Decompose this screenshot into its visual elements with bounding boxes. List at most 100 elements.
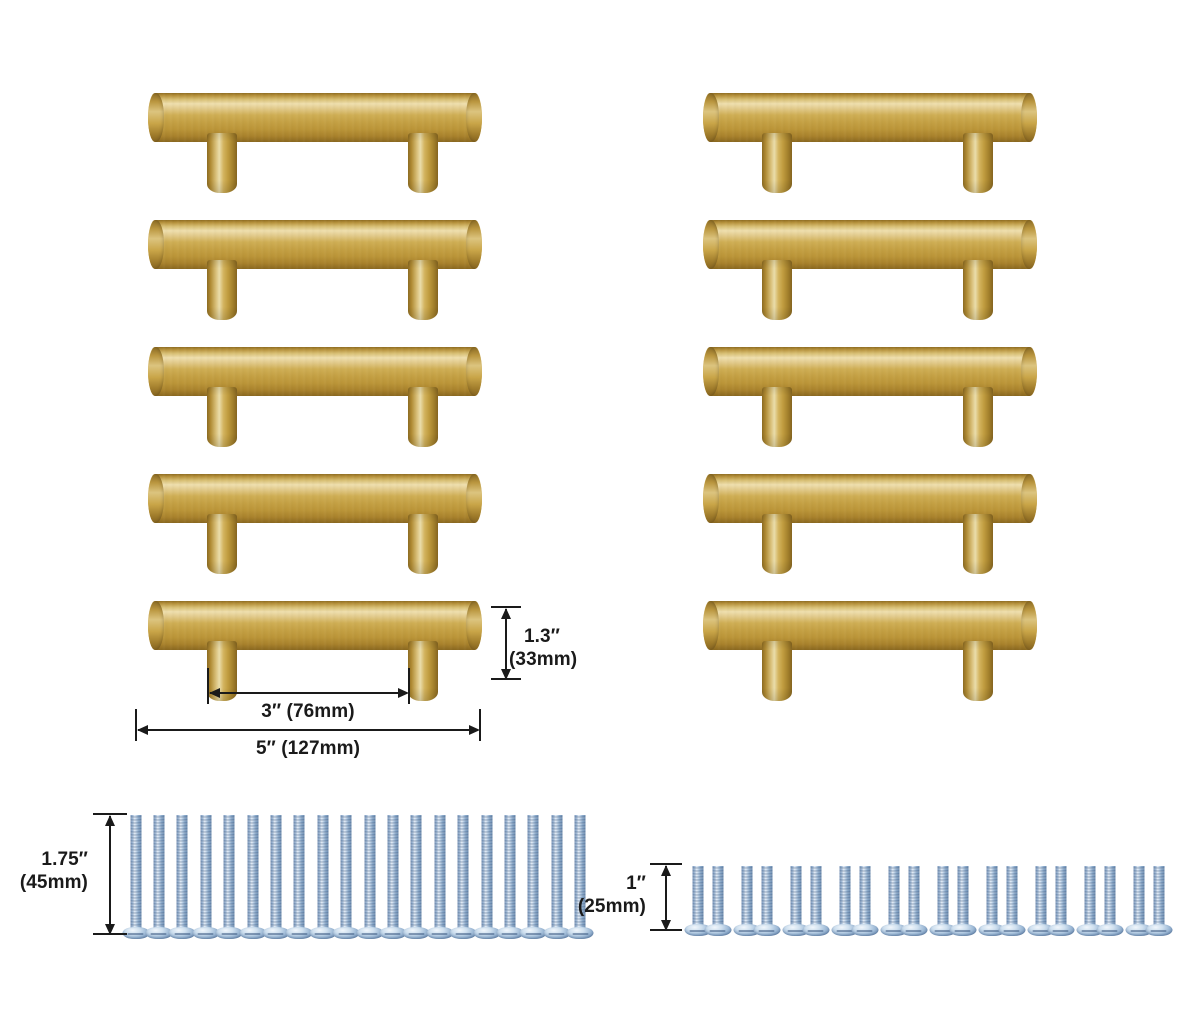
screw-head <box>704 924 731 936</box>
long-screw <box>285 815 313 943</box>
screw-shank <box>270 815 282 931</box>
long-screw <box>122 815 149 943</box>
short-screw <box>949 866 976 940</box>
short-screw-dim-top-tick <box>650 863 682 865</box>
screw-shank <box>957 866 968 928</box>
handle-post-right <box>963 641 993 701</box>
screw-head <box>122 927 149 939</box>
screw-shank <box>457 815 469 931</box>
screw-head <box>356 927 383 939</box>
screw-shank <box>200 815 212 931</box>
screw-shank <box>692 866 703 928</box>
handle-bar <box>703 601 1037 650</box>
handle-post-right <box>963 387 993 447</box>
screw-head <box>473 927 500 939</box>
length-dim-right-tick <box>479 709 481 741</box>
screw-head <box>426 927 454 939</box>
screw-shank <box>574 815 586 931</box>
long-screw-dim-line <box>109 816 111 934</box>
screw-head <box>753 924 780 936</box>
long-screw <box>145 815 173 943</box>
screw-shank <box>1133 866 1144 928</box>
short-screw <box>900 866 927 940</box>
handle-end-cap-left <box>703 474 719 523</box>
handle-post-left <box>207 260 237 320</box>
screw-head <box>402 927 430 939</box>
screw-shank <box>810 866 821 928</box>
handle-post-right <box>963 133 993 193</box>
long-screw <box>309 815 337 943</box>
screw-shank <box>1035 866 1046 928</box>
long-screw <box>192 815 220 943</box>
screw-shank <box>1055 866 1066 928</box>
length-dim-label: 5″ (127mm) <box>255 738 361 759</box>
screw-head <box>309 927 337 939</box>
long-screw-dim-label-mm: (45mm) <box>19 872 88 893</box>
screw-head <box>496 927 524 939</box>
screw-shank <box>434 815 446 931</box>
long-screw <box>239 815 266 943</box>
screw-head <box>519 927 547 939</box>
long-screw <box>379 815 407 943</box>
handle-end-cap-left <box>703 220 719 269</box>
cabinet-handle <box>148 474 482 574</box>
short-screw-dim-label-mm: (25mm) <box>577 896 646 917</box>
screw-head <box>379 927 407 939</box>
handle-end-cap-right <box>466 93 482 142</box>
ctc-dim-left-tick <box>207 668 209 704</box>
long-screw-dim-label-inch: 1.75″ <box>41 849 88 870</box>
short-screw-dim-arrow-up <box>661 865 671 876</box>
long-screw-dim-arrow-down <box>105 924 115 935</box>
screw-head <box>285 927 313 939</box>
long-screw <box>215 815 243 943</box>
handle-post-left <box>762 260 792 320</box>
handle-post-right <box>408 260 438 320</box>
screw-head <box>543 927 571 939</box>
short-screw <box>998 866 1025 940</box>
ctc-dim-arrow-right <box>398 688 409 698</box>
handle-end-cap-right <box>466 220 482 269</box>
short-screw <box>1145 866 1172 940</box>
long-screw <box>496 815 524 943</box>
handle-end-cap-right <box>1021 220 1037 269</box>
screw-head <box>145 927 173 939</box>
screw-shank <box>937 866 948 928</box>
short-screw <box>851 866 878 940</box>
handle-bar <box>148 93 482 142</box>
screw-shank <box>504 815 516 931</box>
handle-end-cap-right <box>1021 601 1037 650</box>
long-screw <box>356 815 383 943</box>
ctc-dim-arrow-left <box>209 688 220 698</box>
long-screw <box>473 815 500 943</box>
cabinet-handle <box>148 347 482 447</box>
screw-shank <box>481 815 492 931</box>
screw-shank <box>790 866 801 928</box>
cabinet-handle <box>703 474 1037 574</box>
length-dim-left-tick <box>135 709 137 741</box>
short-screw-dim-line <box>665 866 667 930</box>
screw-shank <box>527 815 539 931</box>
handle-post-right <box>408 641 438 701</box>
handle-end-cap-right <box>1021 474 1037 523</box>
long-screw <box>519 815 547 943</box>
short-screw <box>1096 866 1123 940</box>
screw-shank <box>761 866 772 928</box>
screw-head <box>1047 924 1074 936</box>
cabinet-handle <box>703 601 1037 701</box>
handle-post-right <box>963 260 993 320</box>
height-dim-top-tick <box>491 606 521 608</box>
handle-post-right <box>408 387 438 447</box>
long-screw <box>566 815 594 943</box>
handle-post-left <box>762 133 792 193</box>
handle-post-left <box>207 387 237 447</box>
cabinet-handle <box>148 220 482 320</box>
handle-bar <box>703 474 1037 523</box>
screw-shank <box>839 866 850 928</box>
screw-head <box>998 924 1025 936</box>
long-screw <box>168 815 196 943</box>
ctc-dim-line <box>210 692 407 694</box>
screw-shank <box>364 815 375 931</box>
screw-shank <box>741 866 752 928</box>
screw-shank <box>888 866 899 928</box>
